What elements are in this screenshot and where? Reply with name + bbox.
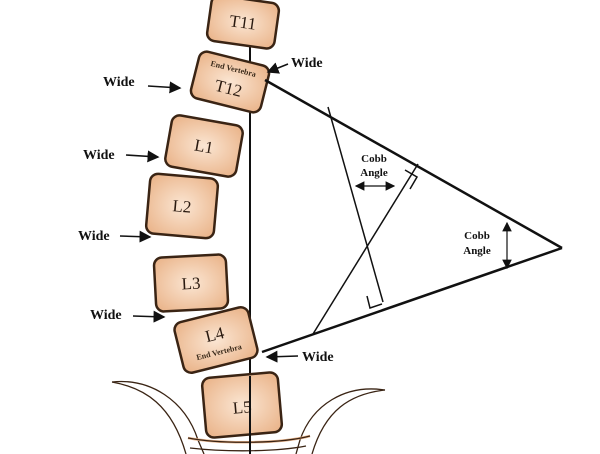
wide-label: Wide (302, 350, 334, 365)
wide-label: Wide (90, 308, 122, 323)
vertebra-l4: L4 End Vertebra (173, 306, 259, 374)
vertebra-l2: L2 (144, 172, 220, 240)
cobb-angle-label-line1: Cobb (464, 230, 490, 242)
cobb-angle-label-line2: Angle (463, 245, 491, 257)
perpendicular-line-1 (327, 106, 384, 303)
wide-label: Wide (83, 148, 115, 163)
vertebra-l1: L1 (164, 114, 244, 178)
vertebra-label: L5 (232, 397, 252, 418)
cobb-angle-label-line2: Angle (360, 167, 388, 179)
vertebra-t11: T11 (205, 0, 281, 50)
vertebra-l3: L3 (152, 253, 230, 313)
vertebra-t12: End Vertebra T12 (189, 50, 271, 114)
wide-annotation-bottom-right: Wide (265, 350, 334, 365)
wide-label: Wide (291, 56, 323, 71)
right-angle-marker (366, 295, 383, 309)
vertebra-label: T11 (228, 11, 257, 34)
vertebra-label: L4 (203, 323, 226, 346)
wide-annotation-l3: Wide (90, 308, 166, 323)
vertebra-l5: L5 (200, 371, 284, 439)
wide-label: Wide (103, 75, 135, 90)
right-angle-marker (404, 169, 419, 190)
vertebra-label: L1 (193, 135, 215, 157)
vertebra-label: L2 (172, 196, 192, 217)
wide-annotation-l2: Wide (78, 229, 152, 244)
wide-annotation-l1: Wide (83, 148, 160, 163)
cobb-construction (261, 78, 563, 354)
perpendicular-line-2 (312, 163, 419, 335)
wide-annotation-t12: Wide (103, 75, 182, 94)
wide-label: Wide (78, 229, 110, 244)
vertebra-label: L3 (181, 274, 201, 294)
wide-annotation-top-right: Wide (266, 56, 323, 74)
lower-endplate-line (261, 246, 563, 354)
upper-endplate-line (264, 78, 563, 250)
cobb-angle-label-line1: Cobb (361, 153, 387, 165)
